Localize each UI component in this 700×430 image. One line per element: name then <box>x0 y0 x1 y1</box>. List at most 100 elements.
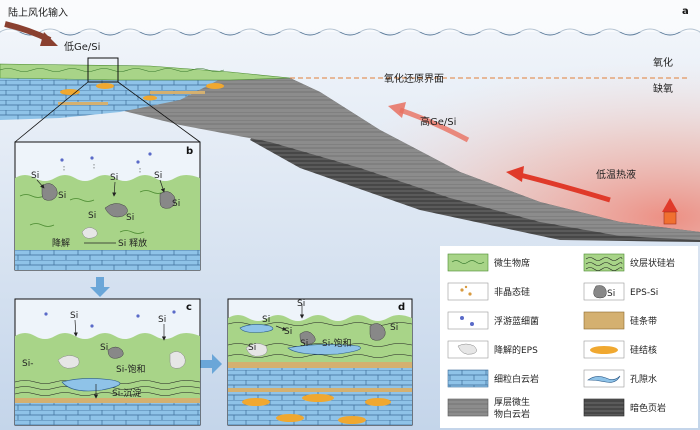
panel-b-eps-blob-3 <box>104 203 128 218</box>
legend-item-degraded-eps: 降解的EPS <box>447 340 538 359</box>
panel-b-arrow-3 <box>159 179 165 193</box>
legend-item-chert-band: 硅条带 <box>583 311 657 330</box>
panel-c-plankton-4 <box>172 310 176 314</box>
legend-label-thick-dolomite-1: 厚层微生 <box>494 396 530 408</box>
panel-c-inset: Si Si Si Si- Si-饱和 Si-沉淀 c <box>14 298 201 426</box>
swatch-amorphous-silica <box>447 282 489 301</box>
panel-b-plankton-2 <box>90 156 94 160</box>
panel-c-plankton-1 <box>44 312 48 316</box>
panel-b-si-1: Si <box>31 171 39 181</box>
chert-band-a2 <box>150 91 205 94</box>
panel-d-inset: Si Si Si Si Si Si Si-饱和 d <box>227 298 413 426</box>
label-anoxic: 缺氧 <box>653 82 673 95</box>
panel-d-saturated: Si-饱和 <box>322 337 351 349</box>
panel-b-mat <box>15 175 200 250</box>
swatch-silica-dot-3 <box>464 285 468 289</box>
panel-d-chert-band-1 <box>228 362 412 368</box>
label-hydrothermal: 低温热液 <box>596 168 636 181</box>
swatch-lamination <box>585 257 623 271</box>
panel-c-pore-water <box>61 378 121 392</box>
legend-label-chert-nodule: 硅结核 <box>630 344 657 356</box>
inset-leader-left <box>14 81 89 143</box>
high-ge-arrow-shaft <box>399 107 470 143</box>
panel-b-arrow-2 <box>112 181 117 197</box>
legend-label-pore-water: 孔隙水 <box>630 373 657 385</box>
swatch-fine-dolomite <box>447 369 489 388</box>
label-oxic: 氧化 <box>653 56 673 69</box>
chert-nodule-a4 <box>143 95 157 101</box>
swatch-pore-water <box>587 375 621 383</box>
panel-a-letter: a <box>682 6 689 17</box>
panel-c-plankton-2 <box>90 324 94 328</box>
legend-item-chert-nodule: 硅结核 <box>583 340 657 359</box>
swatch-eps-blob <box>593 285 607 299</box>
panel-d-pore-water-2 <box>287 344 361 355</box>
legend-label-thick-dolomite-2: 物白云岩 <box>494 408 530 420</box>
panel-d-si-4: Si <box>300 339 308 349</box>
panel-d-pore-water-1 <box>239 324 274 333</box>
legend-item-pore-water: 孔隙水 <box>583 369 657 388</box>
panel-c-si-3: Si <box>100 343 108 353</box>
swatch-chert-band <box>583 311 625 330</box>
panel-b-si-3: Si <box>110 173 118 183</box>
panel-c-degraded-eps-2 <box>169 351 186 369</box>
panel-c-plankton-3 <box>136 314 140 318</box>
fine-dolomite-platform <box>0 74 230 120</box>
panel-b-eps-blob-2 <box>159 191 176 209</box>
panel-d-nodule-3 <box>365 398 391 406</box>
swatch-plankton-dot-2 <box>470 322 474 326</box>
swatch-degraded-blob <box>457 343 477 355</box>
chert-nodule-a3 <box>206 83 224 89</box>
label-redox-interface: 氧化还原界面 <box>384 72 444 85</box>
panel-d-chert-band-2 <box>228 388 412 392</box>
hydrothermal-arrow-shaft <box>519 172 611 203</box>
legend-item-eps-si: Si EPS-Si <box>583 282 658 301</box>
panel-d-letter: d <box>398 302 405 313</box>
panel-b-degraded-eps <box>81 227 98 239</box>
arrow-b-to-c <box>90 277 110 297</box>
panel-c-si-dash: Si- <box>22 359 33 369</box>
vent-up-arrow <box>662 198 678 212</box>
panel-b-si-5: Si <box>172 199 180 209</box>
legend-label-amorphous-silica: 非晶态硅 <box>494 286 530 298</box>
panel-d-nodule-5 <box>338 416 366 424</box>
panel-d-eps-blob-2 <box>299 331 316 345</box>
sky-band <box>0 0 700 32</box>
panel-b-falling-dots <box>63 164 141 174</box>
legend-label-fine-dolomite: 细粒白云岩 <box>494 373 539 385</box>
legend-item-laminated-chert: 纹层状硅岩 <box>583 253 675 272</box>
panel-b-eps-blob-1 <box>41 183 58 201</box>
swatch-silica-dot-1 <box>460 288 464 292</box>
panel-c-si-1: Si <box>70 311 78 321</box>
thick-dolomite-slope <box>60 74 700 240</box>
panel-c-dolomite <box>15 403 200 425</box>
panel-c-arrow-1 <box>73 319 78 337</box>
panel-c-degraded-eps-1 <box>57 355 80 369</box>
legend-label-eps-si: EPS-Si <box>630 288 658 298</box>
swatch-thick-dolomite <box>447 398 489 417</box>
legend-label-chert-band: 硅条带 <box>630 315 657 327</box>
sea-surface-wave <box>0 28 700 36</box>
weathering-arrow-head <box>40 32 58 46</box>
panel-b-mat-waves <box>19 190 165 234</box>
legend-item-amorphous-silica: 非晶态硅 <box>447 282 530 301</box>
panel-d-degraded-eps <box>245 343 268 357</box>
panel-b-plankton-4 <box>148 152 152 156</box>
mat-wave-line <box>0 68 225 72</box>
legend-item-thick-dolomite: 厚层微生 物白云岩 <box>447 396 530 420</box>
legend-label-dark-shale: 暗色页岩 <box>630 402 666 414</box>
panel-d-si-5: Si <box>248 343 256 353</box>
panel-d-mat <box>228 315 412 362</box>
swatch-plankton <box>447 311 489 330</box>
panel-c-si-2: Si <box>158 315 166 325</box>
legend-item-fine-dolomite: 细粒白云岩 <box>447 369 539 388</box>
chert-band-a1 <box>58 102 108 105</box>
panel-b-arrow-1 <box>36 179 45 189</box>
swatch-silica-dot-2 <box>468 292 472 296</box>
panel-c-saturated: Si-饱和 <box>116 363 145 375</box>
swatch-microbial-mat <box>447 253 489 272</box>
legend-item-plankton: 浮游蓝细菌 <box>447 311 539 330</box>
legend-label-laminated-chert: 纹层状硅岩 <box>630 257 675 269</box>
panel-d-arrow-2 <box>275 325 287 331</box>
